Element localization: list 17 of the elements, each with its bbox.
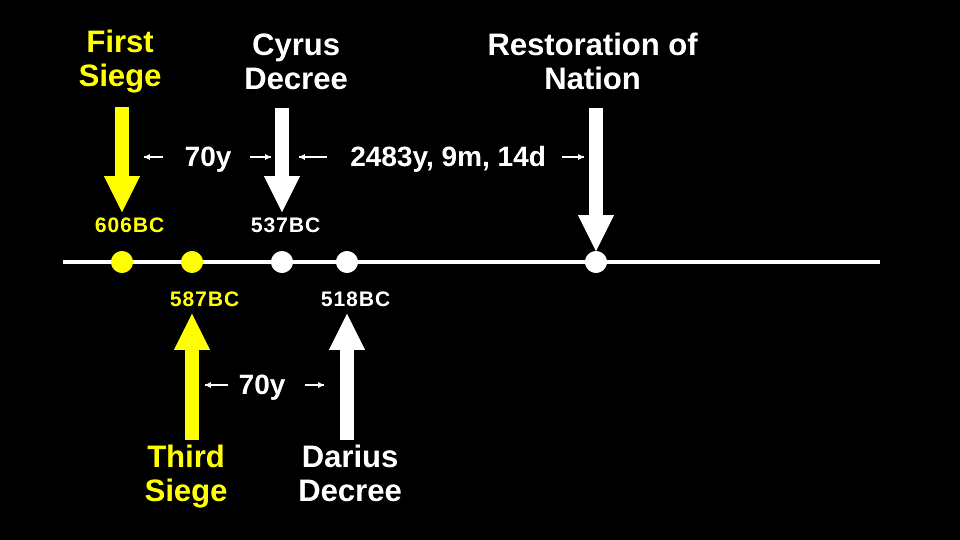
duration-label: 70y xyxy=(184,141,232,173)
event-label: Cyrus Decree xyxy=(231,28,361,108)
event-label: Darius Decree xyxy=(285,440,415,516)
date-label: 518BC xyxy=(320,288,392,312)
event-label: Restoration of Nation xyxy=(470,28,715,108)
date-label: 606BC xyxy=(94,214,166,238)
arrow xyxy=(264,108,300,212)
duration-label: 2483y, 9m, 14d xyxy=(350,141,546,173)
arrow xyxy=(104,107,140,212)
arrow xyxy=(328,314,366,440)
event-label: First Siege xyxy=(55,25,185,107)
duration-label: 70y xyxy=(238,369,286,401)
event-label: Third Siege xyxy=(121,440,251,516)
date-label: 587BC xyxy=(170,288,240,312)
arrow xyxy=(578,108,614,252)
arrow xyxy=(174,314,210,440)
date-label: 537BC xyxy=(250,214,322,238)
